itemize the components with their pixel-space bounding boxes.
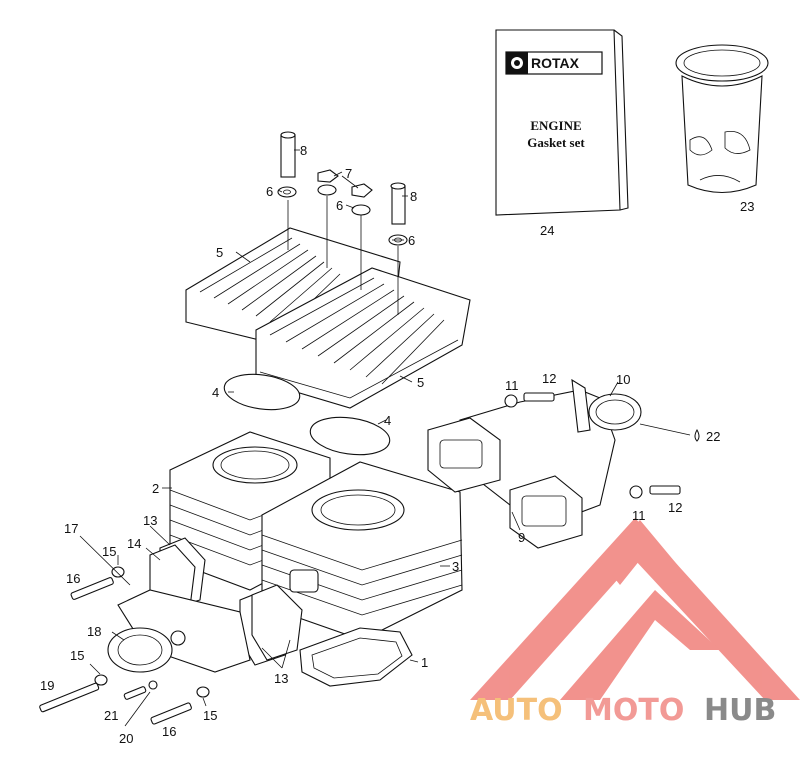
watermark-moto: MOTO	[583, 693, 684, 728]
leader-lines	[79, 149, 691, 727]
exhaust-bolts	[504, 392, 681, 499]
callout-8-left: 8	[300, 143, 307, 158]
watermark-hub: HUB	[704, 693, 776, 728]
callout-23: 23	[740, 199, 754, 214]
callout-5-rear: 5	[216, 245, 223, 260]
callout-19: 19	[40, 678, 54, 693]
callout-15-left: 15	[70, 648, 84, 663]
callout-numbers: 1 2 3 4 4 5 5 6 6 6 7 8 8 9 10 11 11 12 …	[40, 143, 754, 746]
exhaust-manifold	[459, 378, 642, 521]
callout-14: 14	[127, 536, 141, 551]
cylinder-liner	[675, 44, 769, 193]
callout-3: 3	[452, 559, 459, 574]
callout-22: 22	[706, 429, 720, 444]
callout-7: 7	[345, 166, 352, 181]
callout-6-right: 6	[408, 233, 415, 248]
callout-12-bottom: 12	[668, 500, 682, 515]
callout-13-top: 13	[143, 513, 157, 528]
watermark-auto: AUTO	[470, 693, 563, 728]
stud-right	[388, 182, 408, 246]
intake-manifold	[107, 589, 251, 673]
callout-10: 10	[616, 372, 630, 387]
callout-11-top: 11	[505, 378, 519, 393]
callout-6-left: 6	[266, 184, 273, 199]
exhaust-gaskets	[427, 417, 583, 549]
callout-16-top: 16	[66, 571, 80, 586]
nuts-centre	[317, 169, 373, 216]
callout-24: 24	[540, 223, 554, 238]
callout-2: 2	[152, 481, 159, 496]
base-gasket	[299, 627, 413, 687]
watermark-logo	[470, 518, 800, 700]
callout-8-right: 8	[410, 189, 417, 204]
cylinder-front	[261, 461, 463, 641]
callout-12-top: 12	[542, 371, 556, 386]
box-title-line2: Gasket set	[527, 135, 585, 150]
head-gasket-front	[309, 416, 391, 456]
callout-17: 17	[64, 521, 78, 536]
callout-5-front: 5	[417, 375, 424, 390]
callout-21: 21	[104, 708, 118, 723]
callout-15-bottom: 15	[203, 708, 217, 723]
callout-1: 1	[421, 655, 428, 670]
box-title-line1: ENGINE	[530, 118, 581, 133]
callout-4-rear: 4	[212, 385, 219, 400]
callout-18: 18	[87, 624, 101, 639]
callout-11-bottom: 11	[632, 508, 646, 523]
watermark-text: AUTO MOTO HUB	[470, 693, 776, 728]
callout-6-centre: 6	[336, 198, 343, 213]
callout-13-bottom: 13	[274, 671, 288, 686]
callout-4-front: 4	[384, 413, 391, 428]
sealant-drop	[694, 428, 700, 442]
stud-left	[280, 131, 296, 178]
box-brand: ROTAX	[531, 55, 580, 71]
washer-left	[277, 186, 297, 198]
gasket-set-box: ROTAX ENGINE Gasket set	[495, 29, 629, 216]
callout-15-top: 15	[102, 544, 116, 559]
callout-16-bottom: 16	[162, 724, 176, 739]
callout-20: 20	[119, 731, 133, 746]
head-gasket-rear	[223, 373, 301, 411]
callout-9: 9	[518, 530, 525, 545]
intake-bolts	[39, 566, 210, 725]
